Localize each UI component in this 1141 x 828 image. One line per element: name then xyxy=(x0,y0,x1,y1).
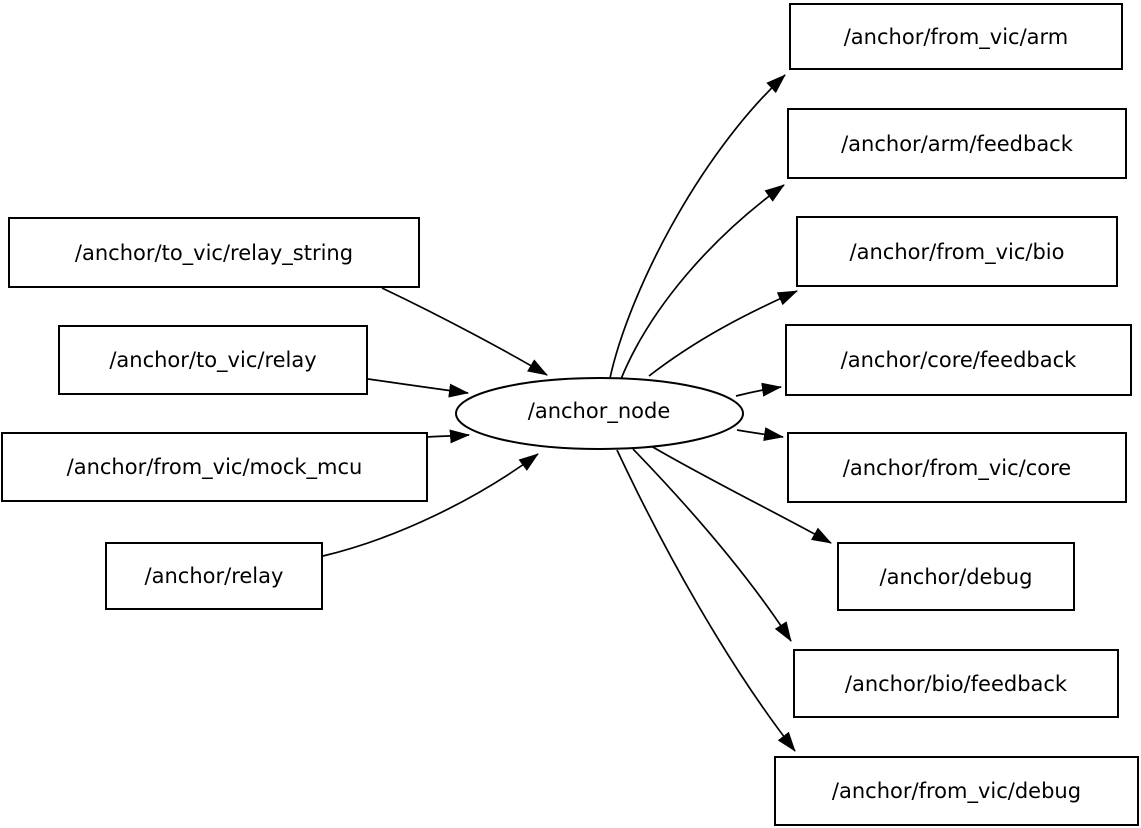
topic-node-core_feedback: /anchor/core/feedback xyxy=(785,324,1132,396)
edge-to_vic_relay_string-to-anchor_node xyxy=(381,287,548,376)
topic-node-from_vic_core: /anchor/from_vic/core xyxy=(787,432,1127,503)
edge-anchor_node-to-debug xyxy=(650,445,832,544)
anchor-node-label: /anchor_node xyxy=(527,399,671,423)
edge-to_vic_relay-to-anchor_node xyxy=(367,378,469,398)
edge-anchor_node-to-arm_feedback xyxy=(620,184,785,380)
topic-node-arm_feedback: /anchor/arm/feedback xyxy=(787,108,1127,179)
edge-anchor_node-to-from_vic_arm xyxy=(609,74,786,379)
topic-node-from_vic_bio: /anchor/from_vic/bio xyxy=(796,216,1118,287)
edge-relay-to-anchor_node xyxy=(322,453,539,557)
edge-anchor_node-to-bio_feedback xyxy=(632,448,792,642)
topic-node-from_vic_mock_mcu: /anchor/from_vic/mock_mcu xyxy=(1,432,428,502)
topic-node-from_vic_debug: /anchor/from_vic/debug xyxy=(774,756,1139,826)
topic-node-to_vic_relay_string: /anchor/to_vic/relay_string xyxy=(8,217,420,288)
topic-node-bio_feedback: /anchor/bio/feedback xyxy=(793,649,1119,718)
edge-anchor_node-to-core_feedback xyxy=(735,382,782,397)
topic-node-to_vic_relay: /anchor/to_vic/relay xyxy=(58,325,368,395)
topic-node-from_vic_arm: /anchor/from_vic/arm xyxy=(789,3,1123,70)
edge-anchor_node-to-from_vic_core xyxy=(736,427,784,442)
anchor-node-ellipse xyxy=(455,377,744,450)
edge-anchor_node-to-from_vic_debug xyxy=(616,449,796,752)
edge-anchor_node-to-from_vic_bio xyxy=(648,290,798,377)
edge-from_vic_mock_mcu-to-anchor_node xyxy=(426,429,470,444)
topic-node-relay: /anchor/relay xyxy=(105,542,323,610)
topic-node-debug: /anchor/debug xyxy=(837,542,1075,611)
